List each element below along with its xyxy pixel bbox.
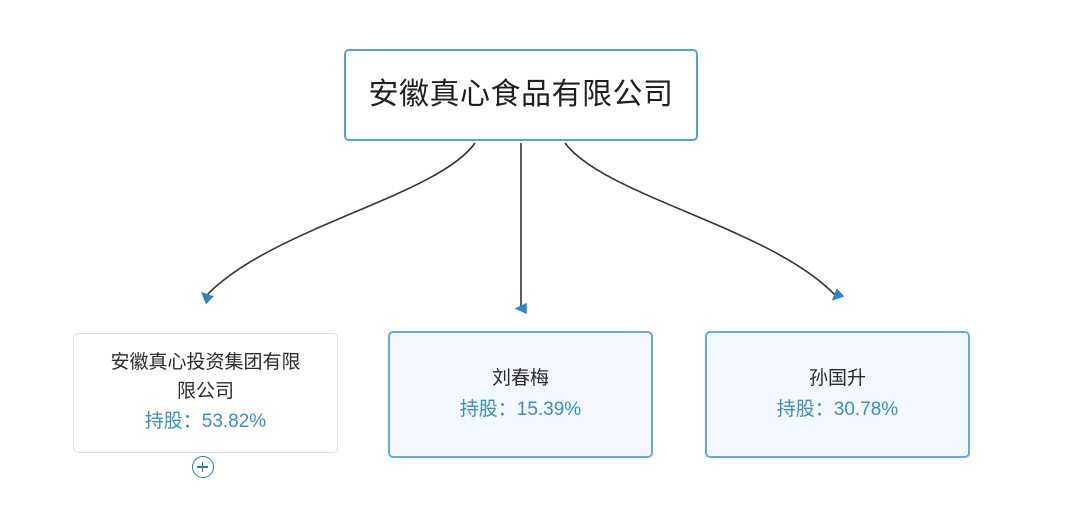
root-company-node[interactable]: 安徽真心食品有限公司: [344, 49, 698, 141]
shareholder-share-2: 持股：15.39%: [459, 398, 582, 420]
shareholder-name-1: 安徽真心投资集团有限 限公司: [110, 349, 300, 406]
shareholder-name-3: 孙国升: [808, 368, 866, 389]
shareholder-name-2: 刘春梅: [491, 368, 549, 389]
shareholder-share-3: 持股：30.78%: [776, 398, 899, 420]
shareholder-name-1-line-2: 限公司: [176, 380, 234, 402]
plus-icon-vertical-bar: [201, 461, 204, 473]
plus-icon[interactable]: [192, 456, 214, 478]
shareholder-node-2[interactable]: 刘春梅 持股：15.39%: [388, 331, 653, 458]
shareholder-node-3[interactable]: 孙国升 持股：30.78%: [705, 331, 970, 458]
edge-root-to-shareholder-1: [201, 142, 476, 305]
edge-root-to-shareholder-3: [564, 142, 845, 301]
shareholder-node-1[interactable]: 安徽真心投资集团有限 限公司 持股：53.82%: [73, 333, 338, 453]
shareholder-share-1: 持股：53.82%: [144, 411, 267, 433]
root-company-name: 安徽真心食品有限公司: [368, 78, 674, 111]
shareholder-name-1-line-1: 安徽真心投资集团有限: [110, 352, 301, 374]
